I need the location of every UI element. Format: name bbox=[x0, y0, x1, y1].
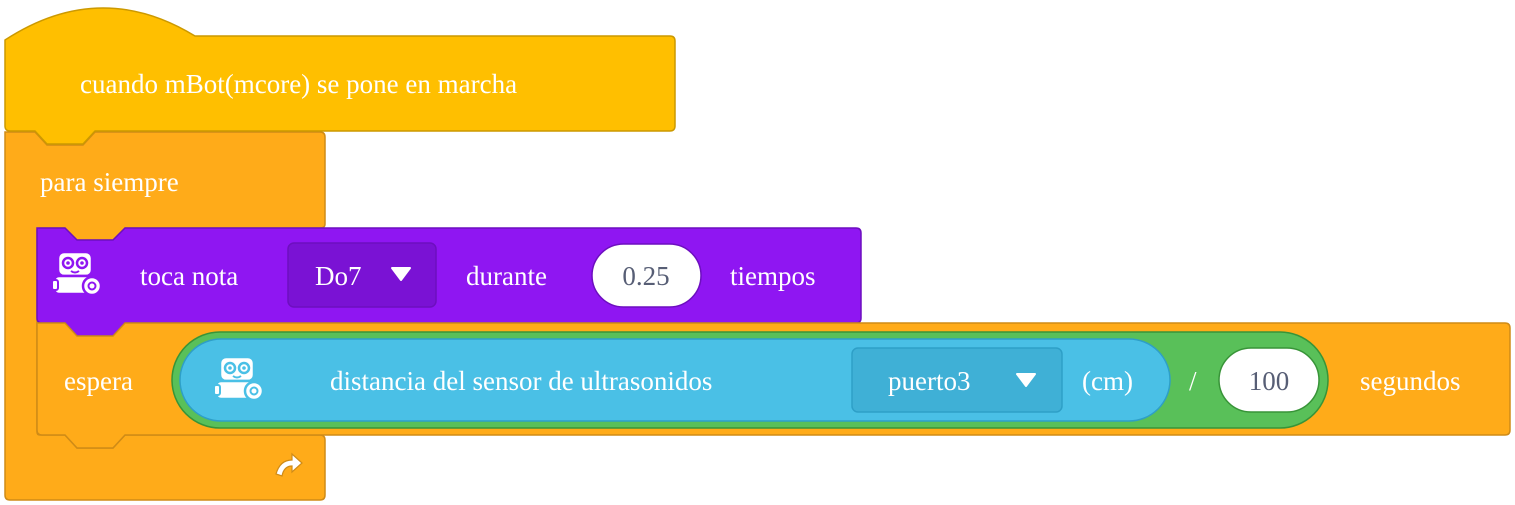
wait-end-label: segundos bbox=[1360, 366, 1461, 396]
play-note-end-label: tiempos bbox=[730, 261, 816, 291]
sensor-label: distancia del sensor de ultrasonidos bbox=[330, 366, 712, 396]
wait-label: espera bbox=[64, 366, 133, 396]
ultrasonic-sensor-block[interactable]: distancia del sensor de ultrasonidos pue… bbox=[179, 338, 1171, 422]
play-note-block[interactable]: toca nota Do7 durante 0.25 tiempos bbox=[36, 227, 862, 337]
wait-block[interactable]: espera distancia del sensor de ultrasoni… bbox=[36, 322, 1511, 449]
unit-label: (cm) bbox=[1082, 366, 1133, 396]
beats-value: 0.25 bbox=[622, 261, 669, 291]
note-dropdown[interactable]: Do7 bbox=[287, 242, 437, 308]
loop-arrow-icon bbox=[275, 452, 303, 477]
divide-operator-block[interactable]: distancia del sensor de ultrasonidos pue… bbox=[171, 331, 1329, 429]
play-note-label: toca nota bbox=[140, 261, 238, 291]
triangle-down-icon bbox=[1016, 373, 1036, 387]
forever-label: para siempre bbox=[40, 167, 179, 197]
hat-block[interactable]: cuando mBot(mcore) se pone en marcha bbox=[4, 7, 676, 145]
hat-label: cuando mBot(mcore) se pone en marcha bbox=[80, 69, 517, 99]
divide-symbol: / bbox=[1189, 366, 1197, 396]
port-dropdown[interactable]: puerto3 bbox=[851, 347, 1063, 413]
triangle-down-icon bbox=[391, 267, 411, 281]
hat-block-shape[interactable] bbox=[4, 7, 676, 145]
divisor-input[interactable]: 100 bbox=[1218, 347, 1320, 413]
note-value: Do7 bbox=[315, 261, 362, 291]
port-value: puerto3 bbox=[888, 366, 970, 396]
play-note-middle-label: durante bbox=[466, 261, 547, 291]
divisor-value: 100 bbox=[1249, 366, 1290, 396]
beats-input[interactable]: 0.25 bbox=[591, 243, 702, 308]
